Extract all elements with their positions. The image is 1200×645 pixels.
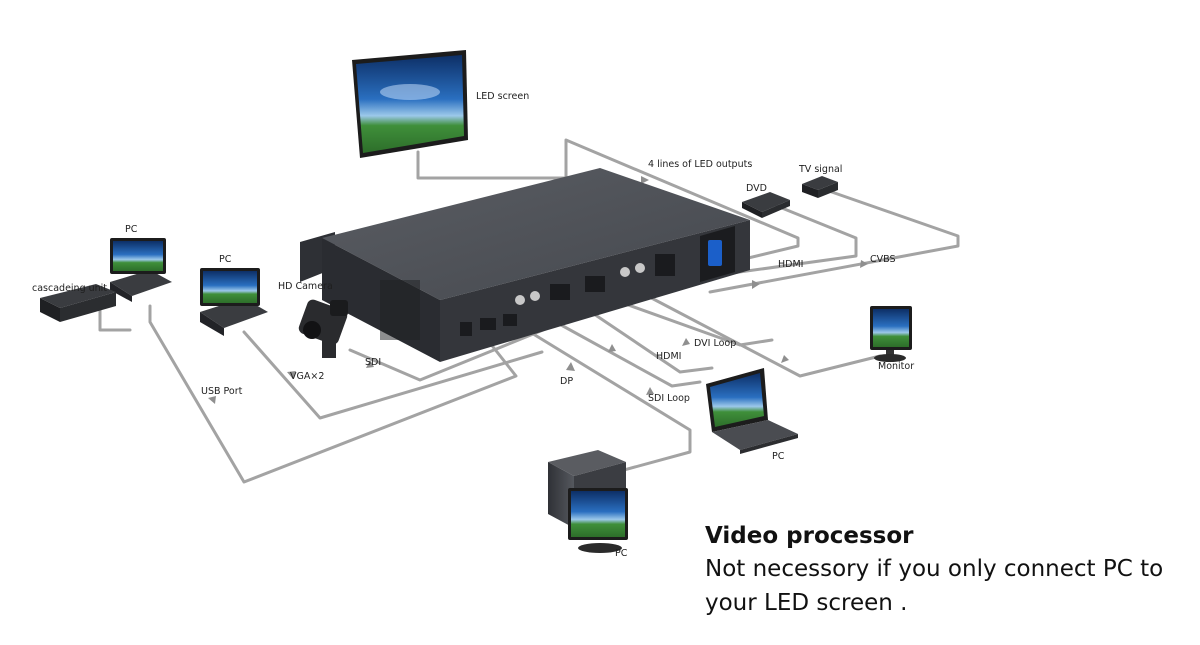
label-pc-top-left: PC <box>125 224 138 235</box>
label-usb-port: USB Port <box>201 386 243 397</box>
pc-bottom-graphic <box>548 450 628 553</box>
cable-sdi <box>348 326 550 382</box>
caption: Video processor Not necessory if you onl… <box>705 520 1175 620</box>
label-tv-signal: TV signal <box>799 164 843 175</box>
tv-signal-box-graphic <box>802 176 838 198</box>
cable-sdi-loop <box>550 318 702 388</box>
cable-arrows <box>208 176 868 404</box>
label-cvbs: CVBS <box>870 254 896 265</box>
cable-led-outputs <box>416 138 800 274</box>
label-led-outputs: 4 lines of LED outputs <box>648 159 753 170</box>
cables <box>98 138 960 484</box>
label-sdi-loop: SDI Loop <box>648 393 690 404</box>
label-dp: DP <box>560 376 574 387</box>
pc-mid-left-graphic <box>200 268 268 336</box>
video-processor-unit <box>300 168 750 362</box>
hd-camera-graphic <box>298 299 348 358</box>
cable-dvi-loop <box>618 300 774 347</box>
caption-description: Not necessory if you only connect PC to … <box>705 556 1164 616</box>
label-hdmi-in: HDMI <box>778 259 804 270</box>
pc-top-left-graphic <box>110 238 172 302</box>
label-pc-mid-left: PC <box>219 254 232 265</box>
label-monitor: Monitor <box>878 361 915 372</box>
label-dvd: DVD <box>746 183 767 194</box>
cable-dvd-hdmi <box>694 202 858 280</box>
label-led-screen: LED screen <box>476 91 530 102</box>
cable-dp <box>528 330 692 478</box>
cable-vga <box>242 330 544 420</box>
cable-cascade <box>98 308 132 332</box>
cable-usb <box>148 304 518 484</box>
cable-hdmi-out <box>586 308 714 374</box>
label-dvi-loop: DVI Loop <box>694 338 737 349</box>
label-hdmi-out: HDMI <box>656 351 682 362</box>
label-pc-laptop: PC <box>772 451 785 462</box>
label-sdi: SDI <box>365 357 382 368</box>
label-cascading-unit: cascadeing unit <box>32 283 108 294</box>
laptop-graphic <box>706 368 798 454</box>
caption-title: Video processor <box>705 523 914 549</box>
cable-monitor <box>638 290 882 378</box>
label-hd-camera: HD Camera <box>278 281 333 292</box>
dvd-player-graphic <box>742 192 790 218</box>
cascading-unit-graphic <box>40 284 116 322</box>
label-vga: VGA×2 <box>290 371 325 382</box>
led-screen-graphic <box>352 50 468 158</box>
label-pc-bottom: PC <box>615 548 628 559</box>
cable-tv-cvbs <box>708 188 960 294</box>
monitor-graphic <box>870 306 912 362</box>
